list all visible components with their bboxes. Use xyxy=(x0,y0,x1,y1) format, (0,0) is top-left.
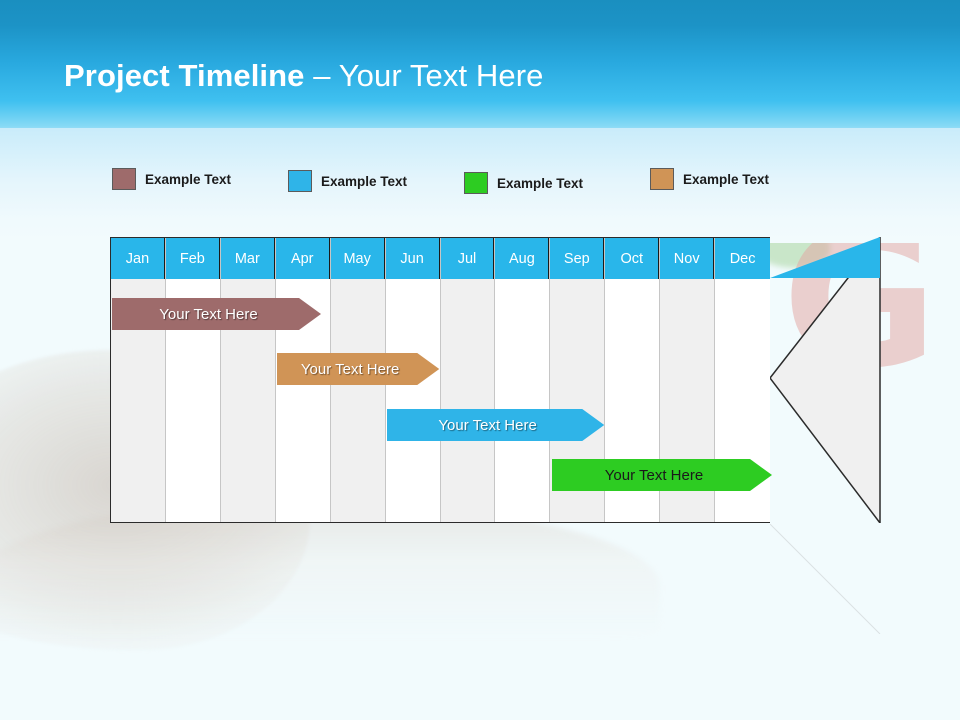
month-header-jul[interactable]: Jul xyxy=(440,238,495,279)
month-header-feb[interactable]: Feb xyxy=(165,238,220,279)
legend-label: Example Text xyxy=(145,171,232,187)
timeline-bar-label: Your Text Here xyxy=(438,416,537,434)
page-title-bold: Project Timeline xyxy=(64,58,305,93)
legend-label: Example Text xyxy=(683,171,770,187)
legend-swatch-icon xyxy=(650,168,674,190)
arrowhead-header-fill xyxy=(770,237,880,278)
arrowhead-body xyxy=(770,237,881,523)
month-header-oct[interactable]: Oct xyxy=(605,238,660,279)
month-column-mar: Mar xyxy=(220,238,276,522)
timeline-bar-0[interactable]: Your Text Here xyxy=(112,298,321,330)
month-header-apr[interactable]: Apr xyxy=(275,238,330,279)
legend-swatch-icon xyxy=(288,170,312,192)
month-column-jul: Jul xyxy=(440,238,496,522)
legend-label: Example Text xyxy=(497,175,584,191)
timeline-bar-label: Your Text Here xyxy=(159,305,258,323)
month-header-aug[interactable]: Aug xyxy=(495,238,550,279)
month-header-may[interactable]: May xyxy=(330,238,385,279)
timeline-bar-label: Your Text Here xyxy=(300,360,400,378)
legend-swatch-icon xyxy=(112,168,136,190)
legend-item-2: Example Text xyxy=(464,172,583,194)
legend-item-3: Example Text xyxy=(650,168,769,190)
legend-swatch-icon xyxy=(464,172,488,194)
month-header-dec[interactable]: Dec xyxy=(715,238,771,279)
month-header-sep[interactable]: Sep xyxy=(550,238,605,279)
page-title: Project Timeline – Your Text Here xyxy=(64,58,543,94)
page-title-light: – Your Text Here xyxy=(313,58,544,93)
legend-item-1: Example Text xyxy=(288,170,407,192)
month-column-feb: Feb xyxy=(165,238,221,522)
timeline-bar-1[interactable]: Your Text Here xyxy=(277,353,439,385)
legend-label: Example Text xyxy=(321,173,408,189)
timeline-bar-label: Your Text Here xyxy=(604,466,704,484)
month-header-mar[interactable]: Mar xyxy=(220,238,275,279)
timeline-bar-3[interactable]: Your Text Here xyxy=(552,459,772,491)
title-banner xyxy=(0,0,960,140)
month-header-nov[interactable]: Nov xyxy=(660,238,715,279)
timeline-arrowhead xyxy=(770,237,881,523)
month-header-jun[interactable]: Jun xyxy=(385,238,440,279)
legend: Example Text Example Text Example Text Exam… xyxy=(0,165,960,199)
month-column-jan: Jan xyxy=(111,238,166,522)
legend-item-0: Example Text xyxy=(112,168,231,190)
timeline-bar-2[interactable]: Your Text Here xyxy=(387,409,604,441)
month-header-jan[interactable]: Jan xyxy=(111,238,165,279)
month-column-aug: Aug xyxy=(495,238,551,522)
